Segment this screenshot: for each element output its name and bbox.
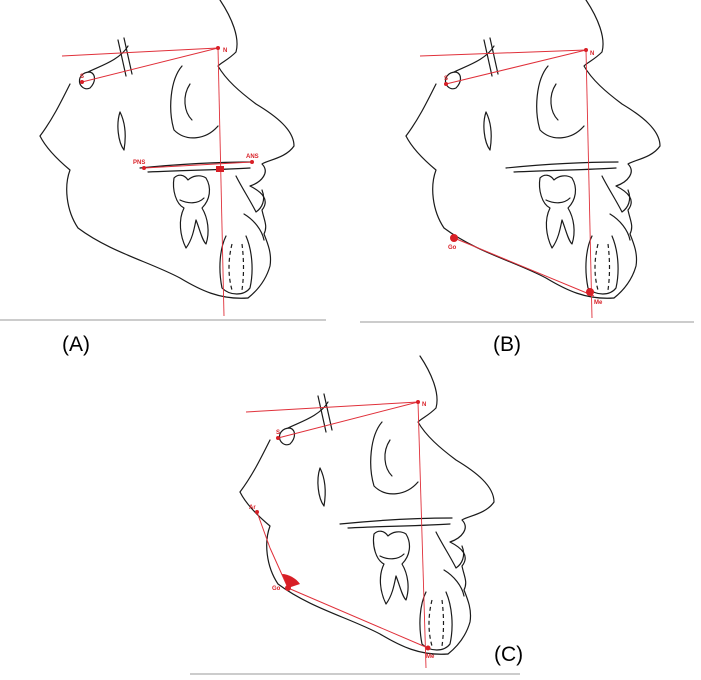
panel-b-caption: (B): [493, 333, 521, 356]
panel-c-ramus-line: [256, 511, 271, 549]
panel-a: S N PNS ANS (A): [0, 0, 326, 356]
panel-c-n-point: [416, 400, 420, 404]
panel-a-vertical-reference: [217, 47, 225, 317]
panel-b-vertical-reference: [585, 49, 593, 319]
panel-b-s-label: S: [444, 76, 448, 82]
panel-c-ramus-line-lower: [269, 547, 289, 589]
panel-c-s-point: [276, 436, 280, 440]
panel-b-mandibular-plane: [453, 237, 595, 297]
panel-b-horizontal-reference: [419, 49, 587, 57]
panel-c: S N Ar Go Me (C): [190, 355, 523, 675]
panel-c-vertical-reference: [417, 401, 427, 669]
panel-a-s-label: S: [80, 74, 84, 80]
panel-a-caption: (A): [62, 333, 90, 356]
panel-a-s-point: [80, 80, 84, 84]
panel-b-go-point: [450, 234, 458, 242]
panel-c-ar-point: [255, 510, 259, 514]
panel-c-caption: (C): [494, 643, 523, 666]
panel-a-horizontal-reference: [61, 47, 219, 57]
panel-c-mandibular-plane: [287, 587, 429, 649]
panel-a-sn-line: [81, 47, 219, 83]
panel-a-pns-point: [142, 166, 146, 170]
panel-c-go-label: Go: [272, 586, 281, 592]
panel-b: S N Go Me (B): [360, 0, 694, 356]
panel-b-me-label: Me: [594, 300, 603, 306]
panel-a-pns-label: PNS: [133, 160, 145, 166]
panel-b-me-point: [586, 288, 594, 296]
panel-a-ans-label: ANS: [246, 154, 259, 160]
panel-c-sn-line: [277, 401, 419, 439]
panel-b-n-label: N: [590, 51, 594, 57]
panel-c-n-label: N: [422, 402, 426, 408]
panel-a-angle-marker: [216, 166, 224, 172]
panel-c-me-label: Me: [426, 654, 435, 660]
panel-c-me-point: [425, 645, 431, 651]
panel-c-horizontal-reference: [245, 401, 419, 413]
panel-c-ar-label: Ar: [249, 505, 256, 511]
panel-a-ans-point: [250, 160, 254, 164]
panel-b-n-point: [584, 48, 588, 52]
panel-c-gonial-angle-marker: [282, 574, 300, 588]
panel-c-go-point: [285, 585, 291, 591]
panel-b-sn-line: [445, 49, 587, 85]
panel-c-s-label: S: [276, 430, 280, 436]
panel-a-n-label: N: [223, 48, 227, 54]
panel-b-go-label: Go: [448, 245, 457, 251]
panel-b-s-point: [444, 82, 448, 86]
panel-a-palatal-plane: [143, 161, 253, 169]
panel-a-n-point: [216, 46, 220, 50]
